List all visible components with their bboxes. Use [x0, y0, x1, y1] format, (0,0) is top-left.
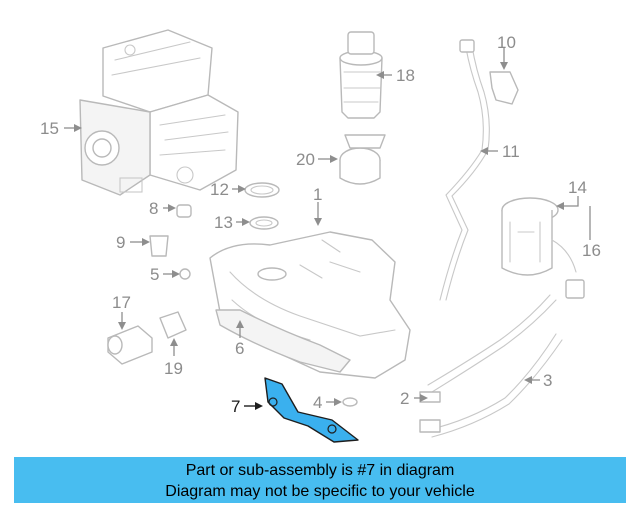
small-parts [149, 182, 280, 280]
callout-1: 1 [313, 185, 322, 204]
callout-17: 17 [112, 293, 131, 312]
callout-5: 5 [150, 265, 159, 284]
callout-4: 4 [313, 393, 322, 412]
callout-13: 13 [214, 213, 233, 232]
callout-19: 19 [164, 359, 183, 378]
callout-7: 7 [231, 397, 240, 416]
callout-12: 12 [210, 180, 229, 199]
part-4-nut [342, 397, 358, 407]
part-7-highlighted-bracket [264, 377, 359, 443]
callout-11: 11 [502, 142, 520, 161]
info-banner: Part or sub-assembly is #7 in diagram Di… [14, 457, 626, 503]
callout-14: 14 [568, 178, 587, 197]
callout-9: 9 [116, 233, 125, 252]
callout-10: 10 [497, 33, 516, 52]
callout-2: 2 [400, 389, 409, 408]
part-20-filter-bracket [339, 134, 386, 185]
callout-8: 8 [149, 199, 158, 218]
part-2-3-straps [419, 294, 563, 438]
leader-lines [64, 48, 591, 410]
part-18-fuel-filter [339, 31, 383, 119]
callout-3: 3 [543, 371, 552, 390]
banner-line-1: Part or sub-assembly is #7 in diagram [185, 462, 455, 479]
callout-18: 18 [396, 66, 415, 85]
parts-diagram: 15 10 18 11 20 14 12 1 8 13 9 16 5 17 6 … [40, 29, 601, 443]
part-15-injection-pump [79, 29, 239, 196]
callouts: 15 10 18 11 20 14 12 1 8 13 9 16 5 17 6 … [40, 33, 601, 416]
callout-20: 20 [296, 150, 315, 169]
callout-15: 15 [40, 119, 59, 138]
part-14-fuel-pump [501, 197, 585, 299]
part-17-19 [107, 311, 187, 365]
callout-16: 16 [582, 241, 601, 260]
banner-line-2: Diagram may not be specific to your vehi… [165, 483, 475, 500]
callout-6: 6 [235, 339, 244, 358]
